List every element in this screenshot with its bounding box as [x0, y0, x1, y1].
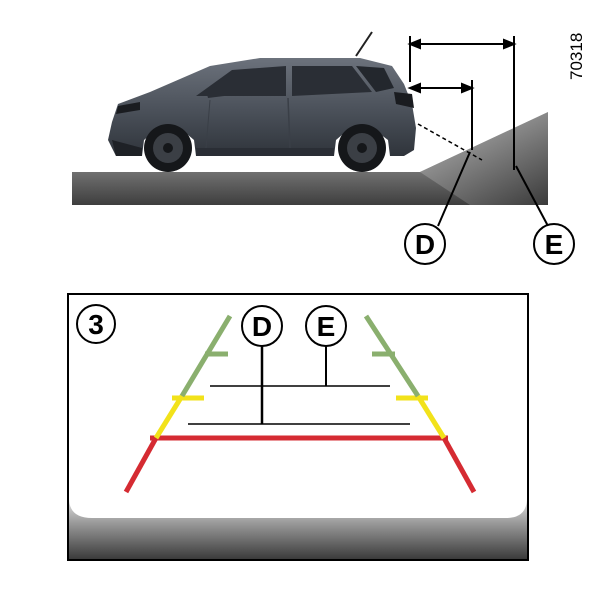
screen-number-badge: 3	[76, 304, 116, 344]
car-illustration	[108, 31, 416, 172]
screen-frame	[67, 293, 529, 561]
ground-scene	[72, 112, 548, 205]
screen-callout-e-label: E	[317, 311, 336, 342]
callout-e: E	[533, 223, 575, 265]
camera-sight-line	[417, 123, 483, 161]
guide-red-zone	[123, 435, 477, 494]
car-front-wheel	[144, 124, 192, 172]
callout-d-label: D	[415, 229, 435, 260]
distance-dimensions	[407, 36, 549, 227]
car-window-rear	[292, 66, 372, 96]
ground-surface	[72, 112, 548, 205]
guide-green-zone	[179, 314, 421, 398]
slope-surface	[420, 112, 548, 205]
screen-bottom-shade	[69, 498, 527, 559]
guide-yellow-zone	[153, 394, 447, 440]
reference-code: 70318	[567, 33, 586, 80]
screen-number: 3	[88, 309, 104, 340]
camera-screen: 3 D	[67, 293, 529, 561]
car-rear-wheel	[338, 124, 386, 172]
callout-e-label: E	[545, 229, 564, 260]
distance-reference-lines	[188, 342, 410, 425]
car-tail-light	[394, 92, 414, 108]
screen-callout-d: D	[241, 305, 283, 347]
screen-callout-d-label: D	[252, 311, 272, 342]
screen-callout-e: E	[305, 305, 347, 347]
callout-d: D	[404, 223, 446, 265]
